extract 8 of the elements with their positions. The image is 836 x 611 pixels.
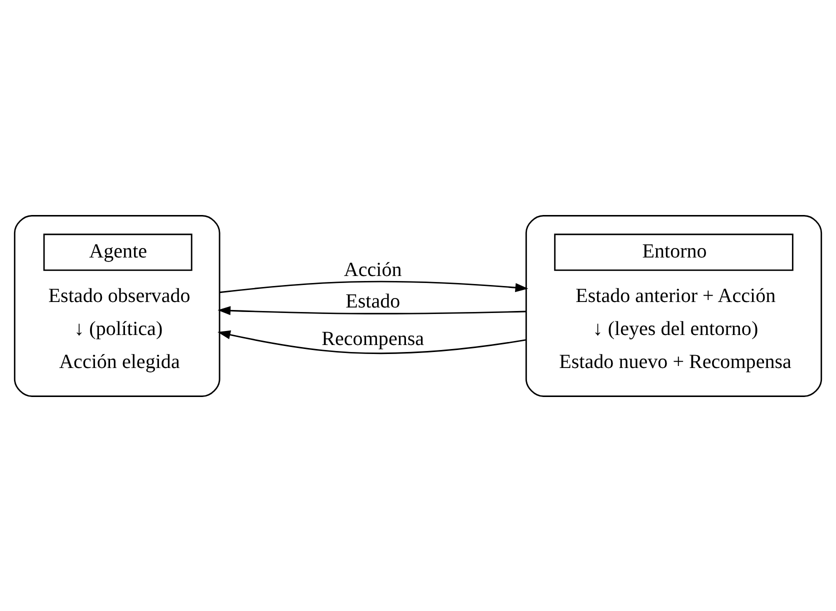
node-box: Agente Estado observado ↓ (política) Acción elegida (14, 214, 220, 396)
edge-label: Estado (346, 290, 400, 312)
edge-label: Acción (344, 258, 402, 281)
arrow (218, 306, 526, 315)
arrow (217, 330, 526, 354)
edge-label: Recompensa (322, 327, 424, 350)
arrow (220, 280, 528, 293)
node-box: Entorno Estado anterior + Acción ↓ (leyes del entorno) Estado nuevo + Recompensa (525, 214, 822, 396)
